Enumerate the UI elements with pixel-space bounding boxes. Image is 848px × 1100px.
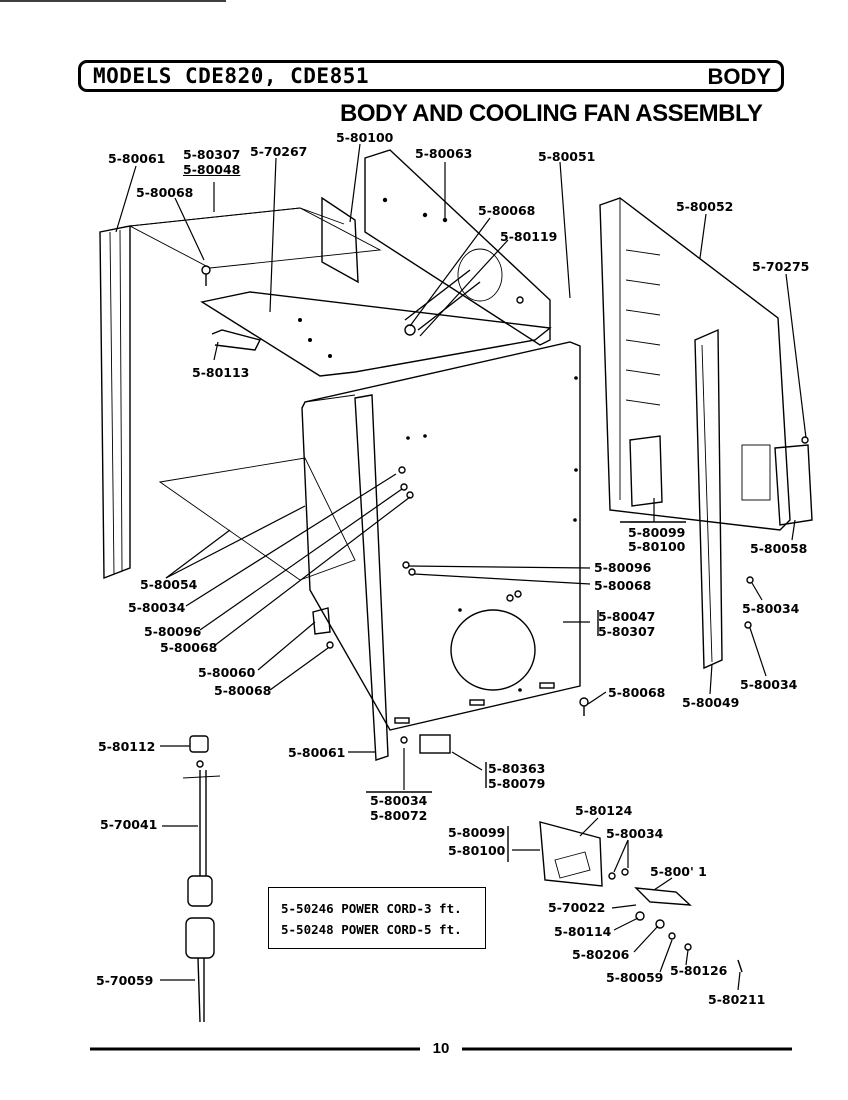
part-label: 5-80059 bbox=[606, 970, 664, 985]
part-label: 5-80061 bbox=[108, 151, 166, 166]
model-header-box: MODELS CDE820, CDE851 BODY bbox=[78, 60, 784, 92]
bracket-80060 bbox=[312, 607, 331, 635]
part-label: 5-80307 bbox=[598, 624, 656, 639]
part-label: 5-80096 bbox=[144, 624, 202, 639]
bracket-80099 bbox=[629, 435, 663, 507]
part-label: 5-80126 bbox=[670, 963, 728, 978]
power-cord-option: 5-50246 POWER CORD-3 ft. bbox=[281, 901, 462, 916]
part-label: 5-70059 bbox=[96, 973, 154, 988]
top-plate bbox=[200, 291, 552, 377]
group-brackets bbox=[366, 521, 686, 862]
part-label: 5-80034 bbox=[606, 826, 664, 841]
fan-duct bbox=[404, 269, 481, 336]
top-back-panel bbox=[128, 207, 382, 269]
screws bbox=[201, 265, 809, 744]
leader-lines bbox=[115, 143, 807, 991]
label-plate bbox=[419, 734, 451, 754]
part-label: 5-80206 bbox=[572, 947, 630, 962]
top-bracket bbox=[321, 196, 359, 284]
part-label: 5-70275 bbox=[752, 259, 810, 274]
part-label: 5-80060 bbox=[198, 665, 256, 680]
bracket-80113 bbox=[211, 329, 262, 351]
part-label: 5-80048 bbox=[183, 162, 241, 177]
part-label: 5-80099 bbox=[628, 525, 686, 540]
part-label: 5-80034 bbox=[740, 677, 798, 692]
part-label: 5-80124 bbox=[575, 803, 633, 818]
part-label: 5-80061 bbox=[288, 745, 346, 760]
part-label: 5-80100 bbox=[628, 539, 686, 554]
fan-motor-assembly bbox=[539, 821, 743, 973]
floor-plate bbox=[158, 457, 356, 581]
part-label: 5-80068 bbox=[214, 683, 272, 698]
page-number: 10 bbox=[432, 1040, 450, 1057]
part-label: 5-80114 bbox=[554, 924, 612, 939]
part-label: 5-80049 bbox=[682, 695, 740, 710]
part-label: 5-80034 bbox=[742, 601, 800, 616]
right-front-rail bbox=[694, 328, 723, 670]
rear-panel bbox=[364, 149, 551, 346]
part-label: 5-80058 bbox=[750, 541, 808, 556]
part-label: 5-80119 bbox=[500, 229, 558, 244]
part-label: 5-70022 bbox=[548, 900, 606, 915]
models-heading: MODELS CDE820, CDE851 bbox=[93, 64, 370, 88]
part-label: 5-80072 bbox=[370, 808, 428, 823]
diagram-title: BODY AND COOLING FAN ASSEMBLY bbox=[340, 100, 763, 127]
part-label: 5-80100 bbox=[336, 130, 394, 145]
part-label: 5-80099 bbox=[448, 825, 506, 840]
power-cord-table: 5-50246 POWER CORD-3 ft. 5-50248 POWER C… bbox=[268, 887, 486, 949]
part-label: 5-80052 bbox=[676, 199, 734, 214]
right-plate bbox=[774, 444, 813, 526]
part-label: 5-80034 bbox=[370, 793, 428, 808]
part-label: 5-80051 bbox=[538, 149, 596, 164]
part-label: 5-80363 bbox=[488, 761, 546, 776]
part-label: 5-80063 bbox=[415, 146, 473, 161]
part-label: 5-80034 bbox=[128, 600, 186, 615]
part-label: 5-70041 bbox=[100, 817, 158, 832]
part-label: 5-80211 bbox=[708, 992, 766, 1007]
part-label: 5-80068 bbox=[608, 685, 666, 700]
section-heading: BODY bbox=[707, 64, 771, 89]
part-label: 5-80068 bbox=[478, 203, 536, 218]
part-label: 5-80068 bbox=[160, 640, 218, 655]
part-label: 5-70267 bbox=[250, 144, 308, 159]
part-label: 5-80068 bbox=[136, 185, 194, 200]
part-label: 5-80047 bbox=[598, 609, 656, 624]
part-label: 5-80113 bbox=[192, 365, 250, 380]
right-side-panel bbox=[599, 197, 791, 531]
power-cord bbox=[182, 735, 221, 1023]
part-label: 5-80307 bbox=[183, 147, 241, 162]
part-label: 5-80096 bbox=[594, 560, 652, 575]
part-label: 5-80079 bbox=[488, 776, 546, 791]
part-label: 5-80100 bbox=[448, 843, 506, 858]
power-cord-option: 5-50248 POWER CORD-5 ft. bbox=[281, 922, 462, 937]
part-label: 5-80112 bbox=[98, 739, 156, 754]
part-label: 5-80054 bbox=[140, 577, 198, 592]
front-panel bbox=[301, 341, 581, 761]
part-label: 5-80068 bbox=[594, 578, 652, 593]
part-label: 5-800' 1 bbox=[650, 864, 707, 879]
